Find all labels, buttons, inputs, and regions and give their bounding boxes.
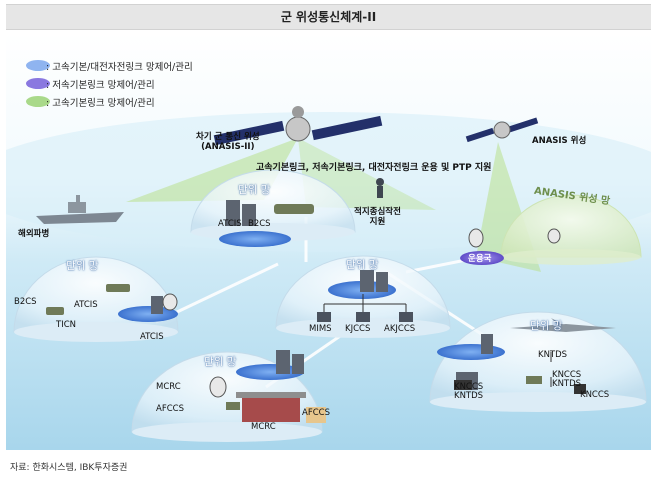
legend-label-high-speed-ew: : 고속기본/대전자전링크 망제어/관리 bbox=[46, 62, 193, 73]
dome-label-bottom-left: 단위 망 bbox=[204, 356, 237, 368]
source-note: 자료: 한화시스템, IBK투자증권 bbox=[10, 463, 128, 473]
legend-label-high-speed: : 고속기본링크 망제어/관리 bbox=[46, 98, 155, 109]
node-label: KNCCS bbox=[454, 382, 484, 392]
node-label: ATCIS bbox=[140, 332, 164, 342]
soldiers bbox=[376, 178, 384, 198]
node-label: AKJCCS bbox=[384, 324, 416, 334]
satellite-anasis bbox=[465, 117, 539, 143]
node-label: B2CS bbox=[14, 297, 37, 307]
dome-label-top-center: 단위 망 bbox=[238, 184, 271, 196]
center-tree-lines bbox=[323, 294, 407, 312]
node-label: ATCIS bbox=[74, 300, 98, 310]
satellite-anasis-ii bbox=[213, 106, 383, 146]
node-label: ATCIS bbox=[218, 219, 242, 229]
satellite-label-anasis: ANASIS 위성 bbox=[532, 136, 587, 146]
node-label: MCRC bbox=[156, 382, 181, 392]
vehicles bbox=[46, 204, 542, 410]
dome-label-left: 단위 망 bbox=[66, 260, 99, 272]
node-label: AFCCS bbox=[156, 404, 184, 414]
anasis-dome bbox=[500, 194, 642, 258]
page-title: 군 위성통신체계-II bbox=[6, 4, 651, 30]
antennas bbox=[162, 228, 561, 398]
legend-dot-high-speed bbox=[26, 96, 50, 107]
operations-station-label: 운용국 bbox=[468, 254, 492, 264]
node-label: MCRC bbox=[251, 422, 276, 432]
node-label: KNTDS bbox=[454, 391, 484, 401]
node-label: KJCCS bbox=[345, 324, 371, 334]
node-label: KNCCS bbox=[580, 390, 610, 400]
dome-label-center: 단위 망 bbox=[346, 259, 379, 271]
special-ops-label: 적지종심작전 지원 bbox=[354, 207, 401, 227]
aircraft bbox=[510, 318, 616, 332]
operations-station-disk bbox=[460, 251, 504, 265]
legend-label-low-speed: : 저속기본링크 망제어/관리 bbox=[46, 80, 155, 91]
support-caption: 고속기본링크, 저속기본링크, 대전자전링크 운용 및 PTP 지원 bbox=[256, 163, 492, 173]
legend-dot-low-speed bbox=[26, 78, 50, 89]
node-label: KNCCS bbox=[552, 370, 582, 380]
ship-overseas bbox=[36, 195, 124, 224]
overseas-label: 해외파병 bbox=[18, 229, 50, 239]
node-label: MIMS bbox=[309, 324, 332, 334]
control-disk-right bbox=[437, 344, 505, 360]
dome-label-right: 단위 망 bbox=[530, 320, 563, 332]
node-label: KNTDS bbox=[552, 379, 582, 389]
node-label: AFCCS bbox=[302, 408, 330, 418]
diagram-graphics bbox=[6, 32, 651, 450]
node-label: TICN bbox=[56, 320, 76, 330]
node-label: KNTDS bbox=[538, 350, 568, 360]
legend-dot-high-speed-ew bbox=[26, 60, 50, 71]
node-label: B2CS bbox=[248, 219, 271, 229]
control-disk-top bbox=[219, 231, 291, 247]
satellite-label-anasis-ii: 차기 군 통신 위성 (ANASIS-II) bbox=[196, 132, 260, 152]
mcrc-building bbox=[236, 392, 306, 422]
diagram-canvas: : 고속기본/대전자전링크 망제어/관리 : 저속기본링크 망제어/관리 : 고… bbox=[6, 32, 651, 450]
